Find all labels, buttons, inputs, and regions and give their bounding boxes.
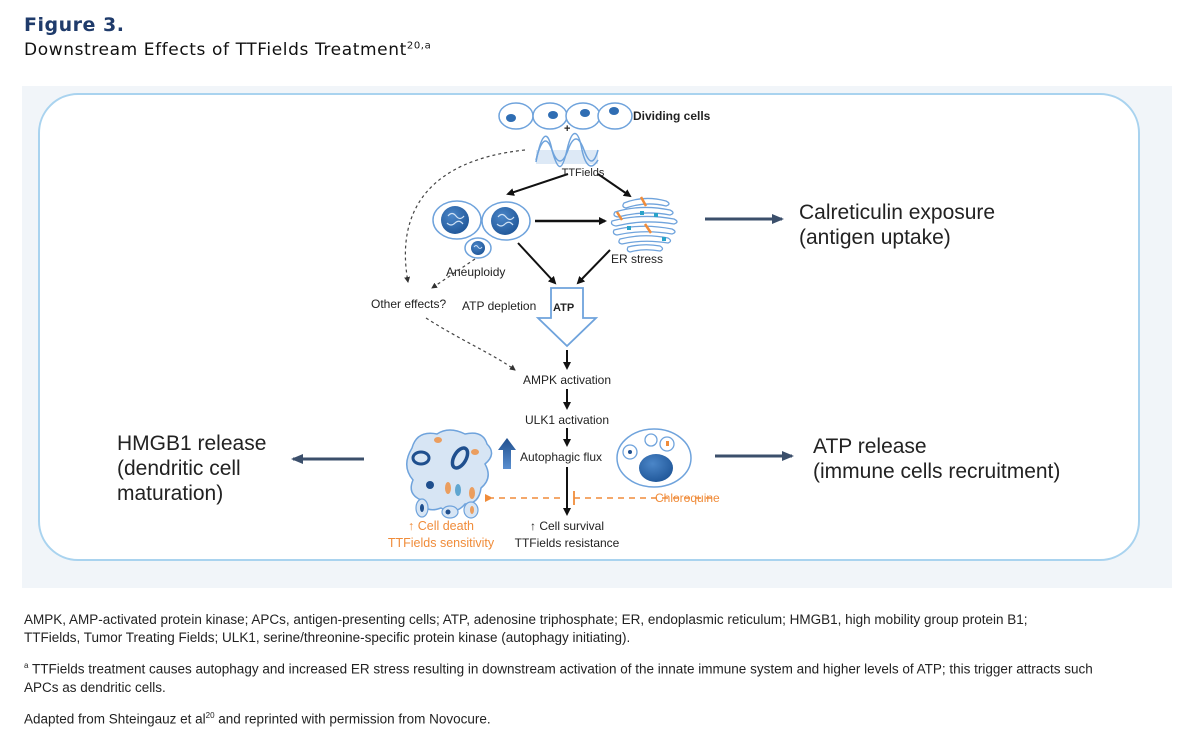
figure-title-text: Downstream Effects of TTFields Treatment [24, 40, 407, 60]
abbreviations-line1: AMPK, AMP-activated protein kinase; APCs… [24, 612, 1028, 627]
dashed-arrow-ttfields-to-other-effects [404, 149, 526, 283]
ttfields-wave-icon [535, 132, 599, 168]
atp-depletion-label: ATP depletion [462, 299, 537, 313]
atp-depletion-arrow-icon [535, 287, 599, 348]
dashed-arrow-other-effects-to-ampk [425, 317, 516, 371]
note-a-footnote: a TTFields treatment causes autophagy an… [24, 657, 1174, 697]
note-line1: TTFields treatment causes autophagy and … [28, 661, 1093, 677]
autophagosome-icon [616, 428, 692, 488]
atp-release-outcome: ATP release (immune cells recruitment) [813, 434, 1060, 484]
source-suffix: and reprinted with permission from Novoc… [214, 711, 491, 726]
increase-arrow-icon [498, 438, 516, 469]
ulk1-activation-label: ULK1 activation [524, 413, 610, 427]
figure-label: Figure 3. [24, 14, 125, 36]
diagram-panel [38, 93, 1140, 561]
atp-release-line2: (immune cells recruitment) [813, 460, 1061, 483]
figure-title: Downstream Effects of TTFields Treatment… [24, 40, 431, 60]
figure-title-superscript: 20,a [406, 40, 432, 52]
cell-survival-label: ↑ Cell survival [529, 519, 605, 533]
arrow-aneuploidy-to-atp [517, 242, 557, 285]
abbreviations-line2: TTFields, Tumor Treating Fields; ULK1, s… [24, 630, 631, 645]
ttfields-sensitivity-label: TTFields sensitivity [387, 536, 495, 550]
calreticulin-outcome: Calreticulin exposure (antigen uptake) [799, 200, 995, 250]
er-stress-icon [610, 197, 678, 253]
ttfields-label: TTFields [561, 167, 605, 179]
calreticulin-line2: (antigen uptake) [799, 226, 951, 249]
er-stress-markers [615, 196, 666, 241]
other-effects-label: Other effects? [371, 297, 447, 311]
abbreviations-footnote: AMPK, AMP-activated protein kinase; APCs… [24, 611, 1174, 647]
diagram-canvas [291, 102, 794, 519]
atp-release-line1: ATP release [813, 435, 927, 458]
chloroquine-label: Chloroquine [655, 491, 720, 505]
arrow-er-stress-to-atp [576, 249, 611, 285]
note-line2: APCs as dendritic cells. [24, 679, 166, 695]
hmgb1-line2: (dendritic cell [117, 457, 241, 480]
arrow-ttfields-to-er-stress [597, 173, 632, 198]
dividing-cells-icon [498, 102, 633, 130]
plus-sign: + [564, 123, 571, 135]
er-stress-label: ER stress [611, 252, 664, 266]
source-reference: 20 [205, 710, 215, 720]
figure-footnotes: AMPK, AMP-activated protein kinase; APCs… [24, 611, 1174, 738]
arrow-ttfields-to-aneuploidy [506, 173, 569, 196]
atp-label: ATP [553, 302, 575, 314]
hmgb1-line3: maturation) [117, 482, 224, 505]
dying-cells-icon [406, 429, 493, 519]
note-marker: a [24, 661, 29, 670]
hmgb1-line1: HMGB1 release [117, 432, 267, 455]
ampk-activation-label: AMPK activation [522, 373, 612, 387]
hmgb1-outcome: HMGB1 release (dendritic cell maturation… [117, 431, 266, 506]
calreticulin-line1: Calreticulin exposure [799, 201, 996, 224]
ttfields-resistance-label: TTFields resistance [514, 536, 620, 550]
aneuploid-cells-icon [432, 200, 531, 259]
dividing-cells-label: Dividing cells [633, 109, 711, 123]
source-prefix: Adapted from Shteingauz et al [24, 711, 206, 726]
autophagic-flux-label: Autophagic flux [520, 450, 603, 464]
dashed-arrow-aneuploidy-to-other-effects [431, 258, 476, 289]
aneuploidy-label: Aneuploidy [446, 265, 506, 279]
source-footnote: Adapted from Shteingauz et al20 and repr… [24, 707, 1174, 729]
cell-death-label: ↑ Cell death [407, 519, 475, 533]
